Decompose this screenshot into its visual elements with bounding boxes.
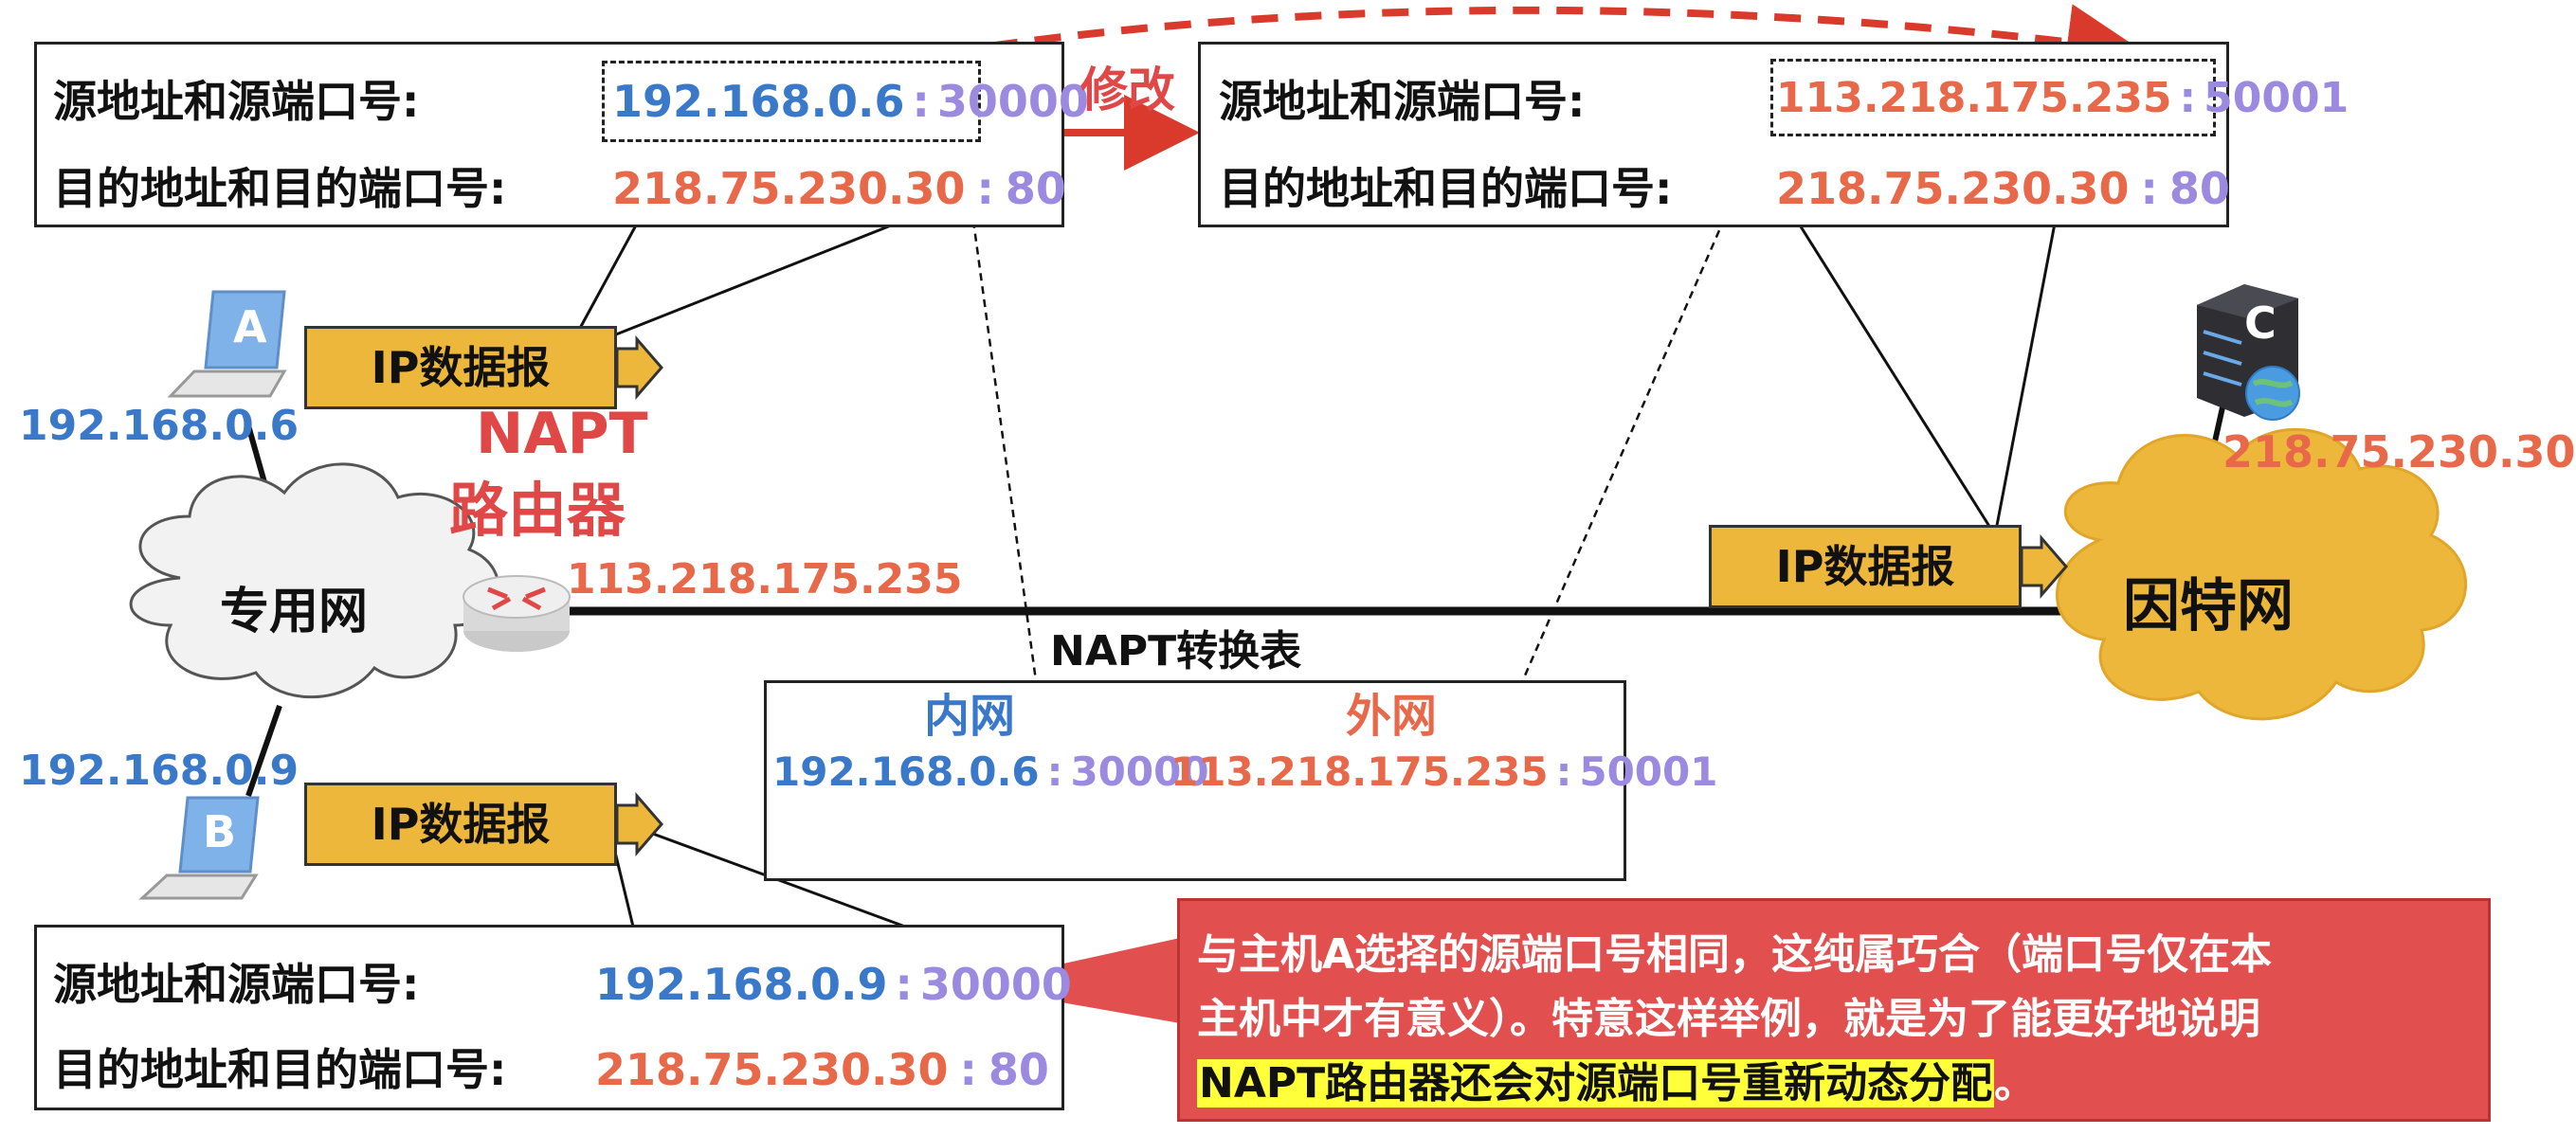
box-a-dst-value: 218.75.230.30:80: [612, 167, 1066, 210]
host-a-ip: 192.168.0.6: [19, 402, 299, 450]
link-b: [245, 705, 282, 797]
private-net-cloud: [129, 462, 500, 699]
datagram-b-label: IP数据报: [371, 799, 551, 850]
note-line-3: NAPT路由器还会对源端口号重新动态分配。: [1197, 1049, 2036, 1109]
box-mod-src-port: 50001: [2204, 74, 2349, 122]
router-icon: [463, 575, 571, 652]
pointer-a: [576, 223, 639, 333]
server-c-ip: 218.75.230.30: [2222, 426, 2576, 477]
diagram-canvas: [129, 4, 2467, 1023]
box-mod-src-value: 113.218.175.235:50001: [1776, 78, 2349, 119]
host-b-ip: 192.168.0.9: [19, 747, 299, 795]
box-b-src-value: 192.168.0.9:30000: [595, 963, 1072, 1006]
box-b-src-sep: :: [895, 959, 913, 1010]
box-a-dst-sep: :: [976, 163, 994, 214]
note-callout: 与主机A选择的源端口号相同，这纯属巧合（端口号仅在本 主机中才有意义）。特意这样…: [1177, 898, 2491, 1122]
box-mod-src-sep: :: [2179, 74, 2197, 122]
box-a-src-port: 30000: [936, 76, 1089, 127]
box-a-dst-ip: 218.75.230.30: [612, 163, 966, 214]
table-outer-port: 50001: [1579, 748, 1718, 795]
table-inner-sep: :: [1046, 748, 1063, 795]
box-mod-src-ip: 113.218.175.235: [1776, 74, 2172, 122]
box-b-dst-port: 80: [988, 1044, 1049, 1095]
router-ip: 113.218.175.235: [567, 555, 963, 604]
box-b-dst-label: 目的地址和目的端口号:: [53, 1044, 507, 1095]
box-a-src-ip: 192.168.0.6: [612, 76, 905, 127]
host-a-letter: A: [233, 301, 267, 352]
pointer-c2: [1993, 223, 2057, 536]
datagram-c-label: IP数据报: [1775, 541, 1955, 592]
napt-table: [764, 680, 1626, 881]
laptop-b-icon: [138, 796, 260, 900]
box-a-src-label: 源地址和源端口号:: [53, 76, 420, 127]
table-inner-ip: 192.168.0.6: [772, 748, 1040, 795]
table-inner-value: 192.168.0.6:30000: [772, 752, 1209, 792]
pointer-c: [1797, 223, 1997, 536]
pointer-a2: [610, 222, 897, 338]
internet-cloud: [2055, 427, 2467, 721]
datagram-c-arrowhead: [2020, 533, 2068, 600]
header-box-a: [34, 42, 1064, 227]
private-net-label: 专用网: [220, 584, 369, 640]
table-inner-header: 内网: [924, 690, 1016, 743]
box-b-dst-ip: 218.75.230.30: [595, 1044, 949, 1095]
router-label-2: 路由器: [449, 476, 626, 545]
box-b-src-ip: 192.168.0.9: [595, 959, 888, 1010]
table-outer-ip: 113.218.175.235: [1170, 748, 1549, 795]
box-b-dst-sep: :: [959, 1044, 977, 1095]
note-line-1: 与主机A选择的源端口号相同，这纯属巧合（端口号仅在本: [1197, 930, 2273, 979]
table-inner-port: 30000: [1070, 748, 1209, 795]
box-b-src-port: 30000: [919, 959, 1072, 1010]
box-mod-src-label: 源地址和源端口号:: [1219, 76, 1586, 127]
pointer-b2: [606, 815, 906, 928]
datagram-b-arrowhead: [615, 791, 663, 857]
modify-label: 修改: [1080, 63, 1175, 117]
table-outer-value: 113.218.175.235:50001: [1170, 752, 1717, 792]
server-c-icon: [2197, 284, 2300, 421]
table-outer-header: 外网: [1346, 690, 1438, 743]
datagram-a-label: IP数据报: [371, 342, 551, 393]
laptop-a-icon: [167, 290, 287, 398]
box-b-src-label: 源地址和源端口号:: [53, 959, 420, 1010]
box-b-dst-value: 218.75.230.30:80: [595, 1048, 1049, 1091]
header-box-b: [34, 925, 1064, 1110]
host-b-letter: B: [203, 806, 237, 857]
table-outer-sep: :: [1555, 748, 1572, 795]
box-mod-src-highlight: [1770, 59, 2216, 136]
router-label-1: NAPT: [476, 401, 648, 467]
box-mod-dst-ip: 218.75.230.30: [1776, 163, 2130, 214]
box-a-src-sep: :: [912, 76, 930, 127]
box-a-dst-label: 目的地址和目的端口号:: [53, 163, 507, 214]
table-title: NAPT转换表: [1050, 627, 1302, 676]
box-mod-dst-sep: :: [2140, 163, 2158, 214]
note-pointer: [965, 938, 1180, 1023]
datagram-a-arrowhead: [615, 334, 663, 401]
box-mod-dst-port: 80: [2168, 163, 2230, 214]
server-c-letter: C: [2244, 297, 2277, 349]
box-mod-dst-label: 目的地址和目的端口号:: [1219, 163, 1673, 214]
note-line-2: 主机中才有意义）。特意这样举例，就是为了能更好地说明: [1197, 995, 2260, 1043]
box-a-src-value: 192.168.0.6:30000: [612, 80, 1089, 123]
note-highlight: NAPT路由器还会对源端口号重新动态分配: [1197, 1059, 1995, 1108]
note-line-3-end: 。: [1994, 1059, 2037, 1108]
box-a-src-highlight: [602, 61, 981, 142]
box-mod-dst-value: 218.75.230.30:80: [1776, 167, 2230, 210]
internet-label: 因特网: [2123, 573, 2294, 640]
box-a-dst-port: 80: [1005, 163, 1066, 214]
